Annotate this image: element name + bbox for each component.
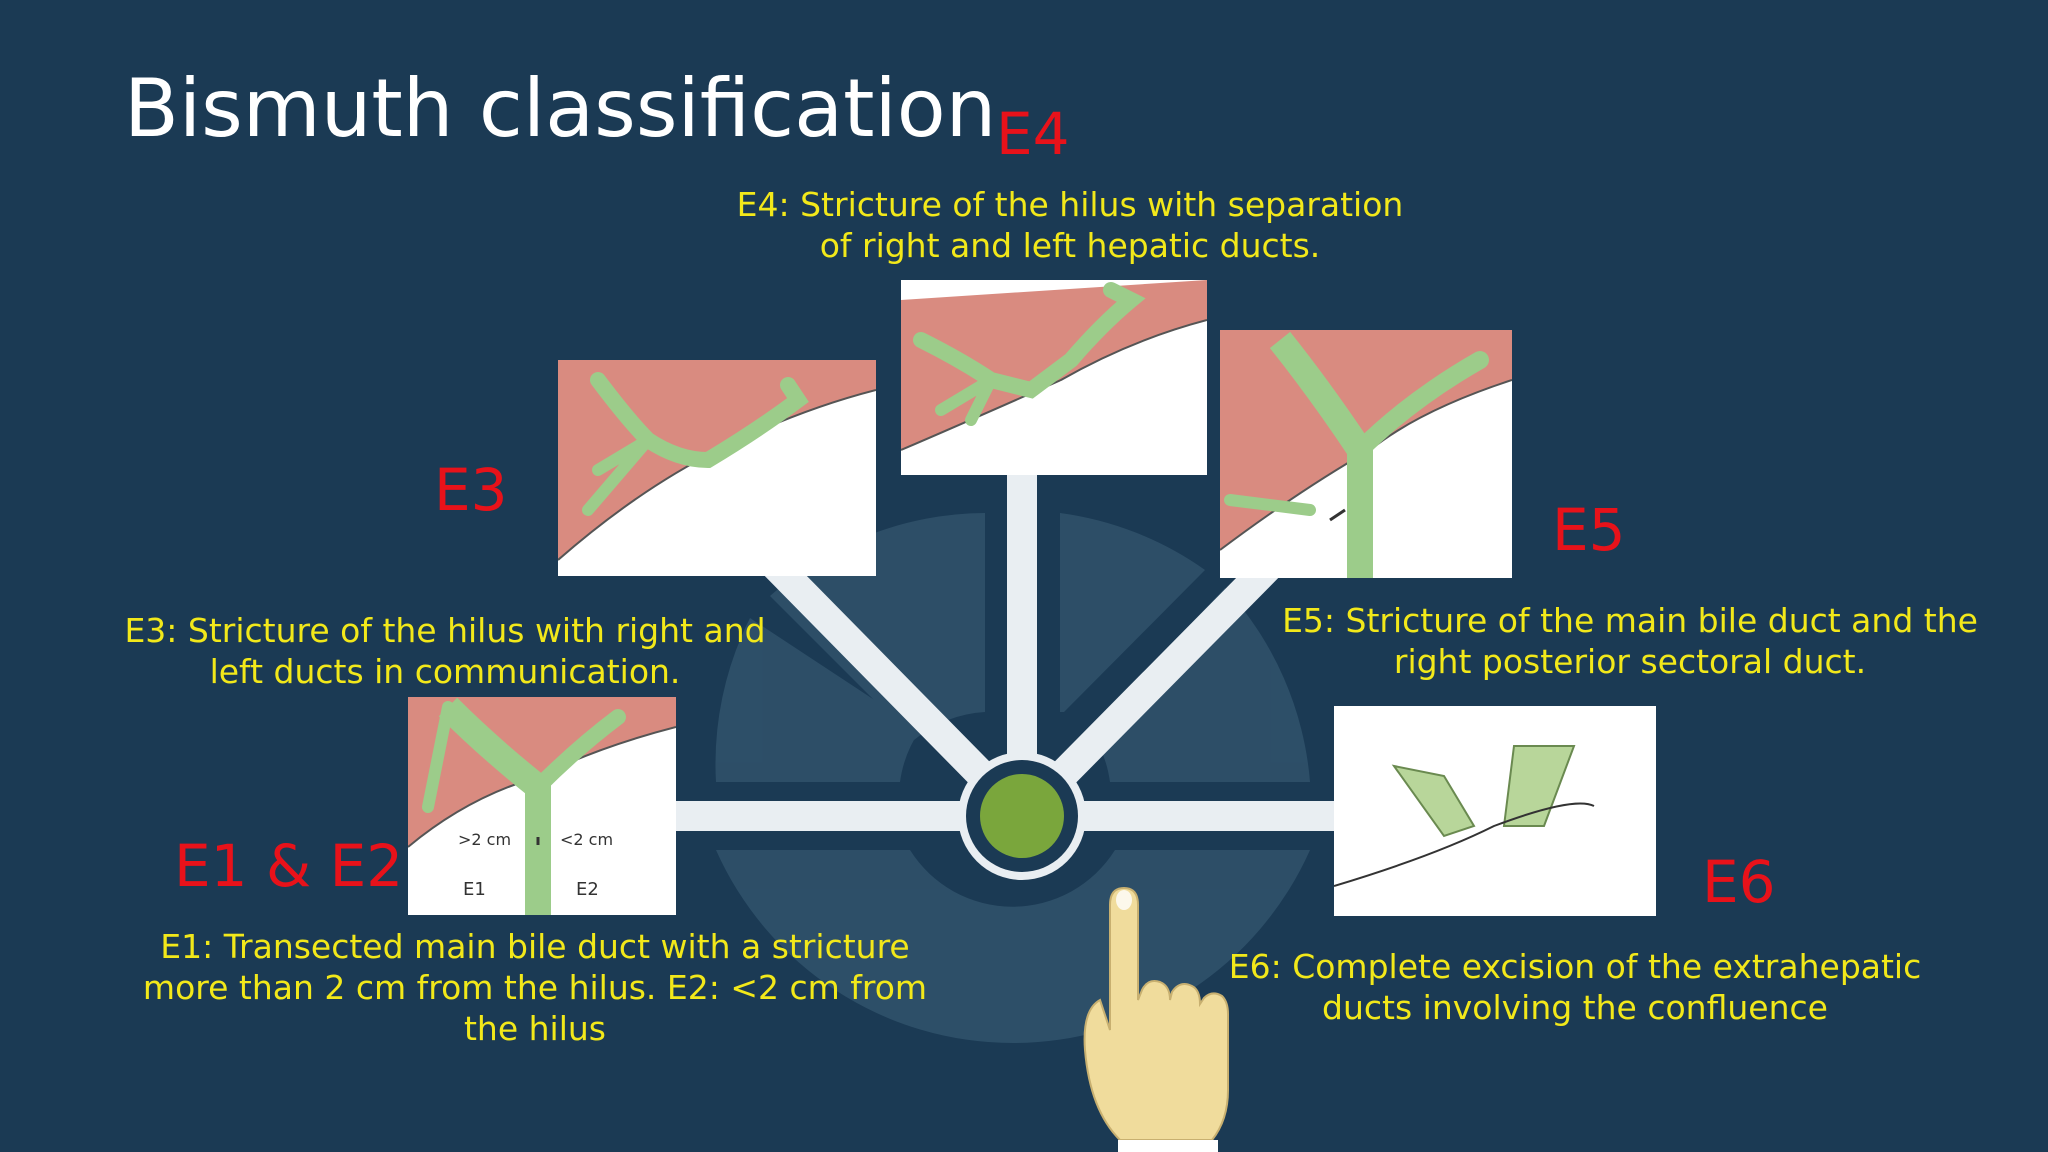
- desc-e4: E4: Stricture of the hilus with separati…: [700, 184, 1440, 266]
- desc-e4-line: of right and left hepatic ducts.: [819, 226, 1321, 265]
- label-e4: E4: [996, 100, 1070, 168]
- desc-e5: E5: Stricture of the main bile duct and …: [1270, 600, 1990, 682]
- label-e1-e2: E1 & E2: [174, 832, 404, 900]
- figure-e4: [901, 280, 1207, 475]
- desc-e1-e2: E1: Transected main bile duct with a str…: [110, 926, 960, 1049]
- label-e5: E5: [1552, 496, 1626, 564]
- desc-e1-e2-line: more than 2 cm from the hilus. E2: <2 cm…: [142, 968, 928, 1007]
- figure-e3: [558, 360, 876, 576]
- desc-e3-line: left ducts in communication.: [209, 652, 681, 691]
- desc-e1-e2-line: E1: Transected main bile duct with a str…: [160, 927, 910, 966]
- desc-e5-line: right posterior sectoral duct.: [1393, 642, 1867, 681]
- figure-e4-drawing: [901, 280, 1207, 451]
- desc-e6-line: ducts involving the confluence: [1322, 988, 1828, 1027]
- figure-e6: [1334, 706, 1656, 916]
- desc-e3: E3: Stricture of the hilus with right an…: [110, 610, 780, 692]
- figure-e6-drawing: [1334, 745, 1595, 887]
- desc-e5-line: E5: Stricture of the main bile duct and …: [1282, 601, 1978, 640]
- figure-e1-e2: >2 cm <2 cm E1 E2: [408, 697, 676, 915]
- figure-tag-e1: E1: [463, 879, 486, 900]
- hub-circle: [980, 774, 1064, 858]
- label-e6: E6: [1702, 848, 1776, 916]
- page-title: Bismuth classification: [124, 62, 997, 155]
- pointing-hand-icon: [1083, 886, 1229, 1152]
- figure-e5: [1220, 330, 1512, 578]
- desc-e3-line: E3: Stricture of the hilus with right an…: [124, 611, 766, 650]
- figure-measure-left: >2 cm: [458, 830, 511, 849]
- desc-e6: E6: Complete excision of the extrahepati…: [1210, 946, 1940, 1028]
- figure-e1-e2-drawing: >2 cm <2 cm E1 E2: [408, 697, 676, 915]
- figure-measure-right: <2 cm: [560, 830, 613, 849]
- figure-e3-drawing: [558, 360, 876, 561]
- desc-e1-e2-line: the hilus: [463, 1009, 606, 1048]
- background-ring: [715, 513, 1310, 1044]
- desc-e4-line: E4: Stricture of the hilus with separati…: [736, 185, 1404, 224]
- figure-tag-e2: E2: [576, 879, 599, 900]
- desc-e6-line: E6: Complete excision of the extrahepati…: [1228, 947, 1922, 986]
- figure-e5-drawing: [1220, 330, 1512, 578]
- label-e3: E3: [434, 456, 508, 524]
